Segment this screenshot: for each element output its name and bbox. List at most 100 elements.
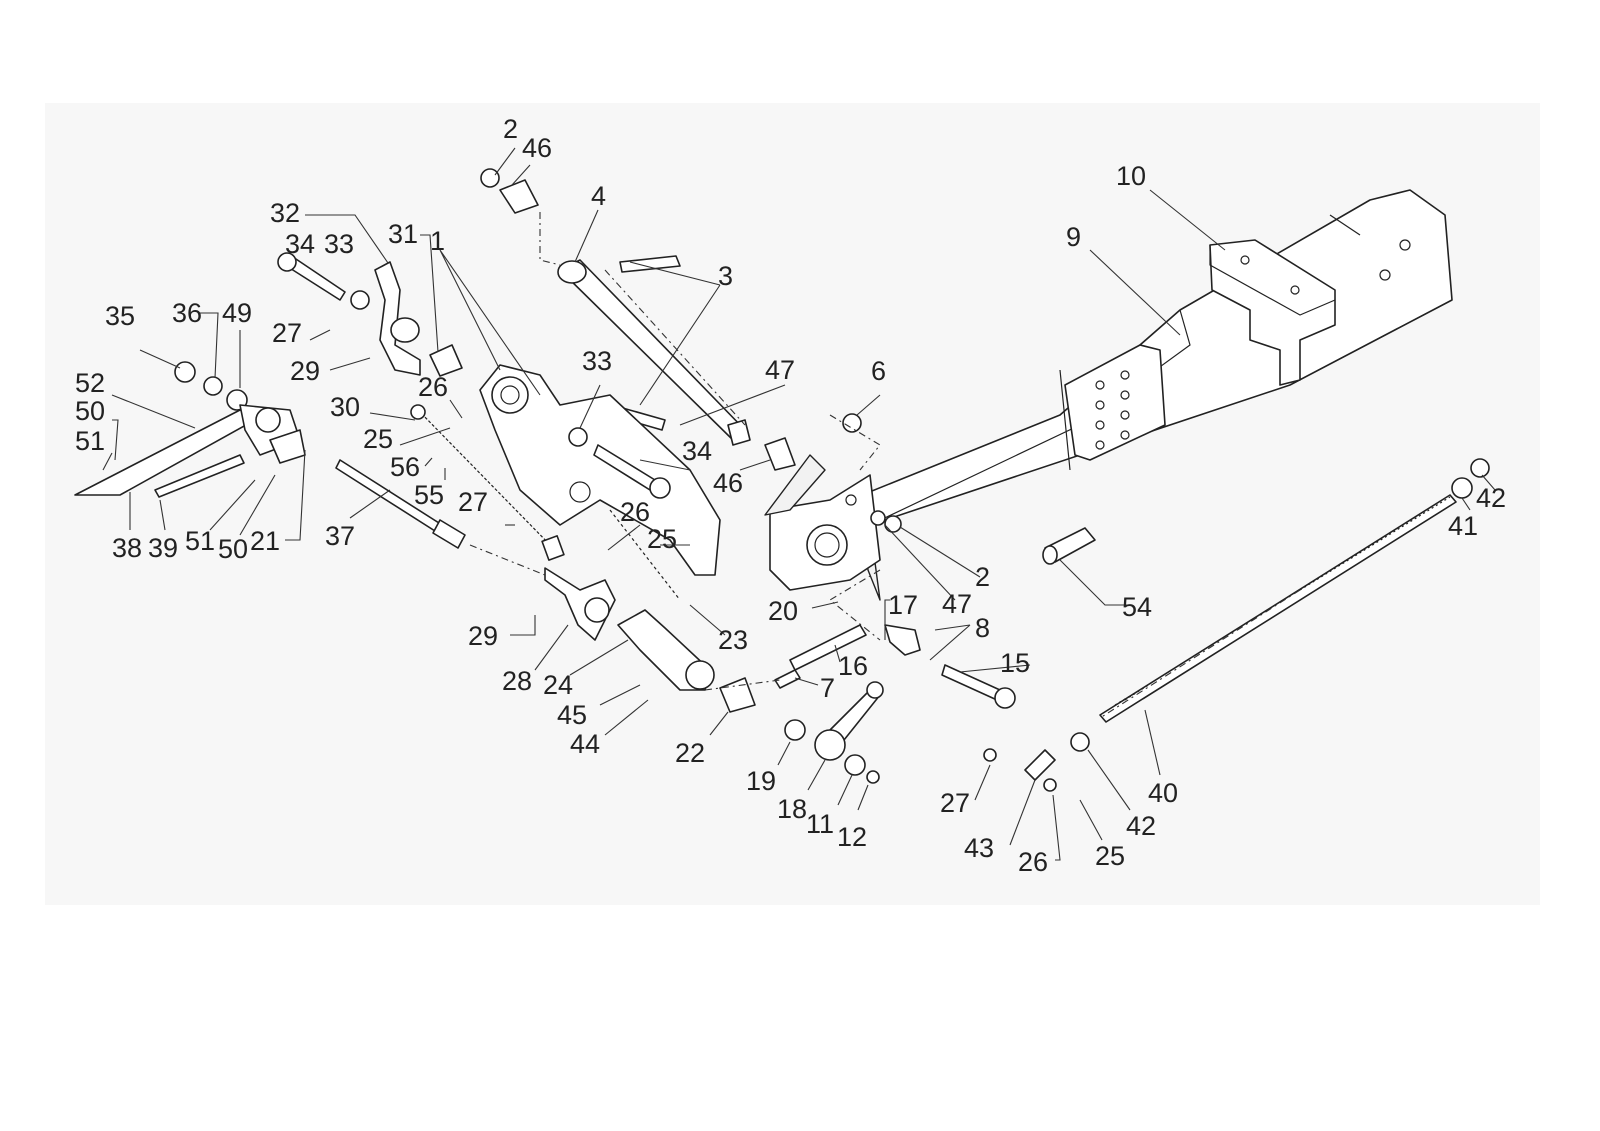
center-line-g bbox=[1099, 589, 1301, 719]
pin-27c bbox=[983, 748, 997, 762]
callout-50a: 50 bbox=[75, 396, 105, 426]
nut-2a bbox=[480, 168, 500, 188]
callout-25a: 25 bbox=[363, 424, 393, 454]
center-line-d bbox=[469, 544, 546, 576]
hole-plate bbox=[1059, 344, 1166, 471]
washer-19 bbox=[784, 719, 806, 741]
callout-19: 19 bbox=[746, 766, 776, 796]
callout-3: 3 bbox=[718, 261, 733, 291]
callout-12: 12 bbox=[837, 822, 867, 852]
washer-26c bbox=[1043, 778, 1057, 792]
nut-42b bbox=[1070, 732, 1090, 752]
callout-45: 45 bbox=[557, 700, 587, 730]
center-line-c bbox=[829, 414, 881, 471]
callout-2b: 2 bbox=[975, 562, 990, 592]
callout-21: 21 bbox=[250, 526, 280, 556]
bracket-32 bbox=[374, 261, 421, 376]
callout-47b: 47 bbox=[942, 589, 972, 619]
mounting-bracket-10 bbox=[1209, 239, 1336, 386]
bushing-22 bbox=[719, 677, 756, 713]
callout-38: 38 bbox=[112, 533, 142, 563]
nut-6 bbox=[842, 413, 862, 433]
callout-6: 6 bbox=[871, 356, 886, 386]
washer-12 bbox=[866, 770, 880, 784]
callout-27b: 27 bbox=[458, 487, 488, 517]
ratchet-plate-assembly bbox=[764, 454, 881, 591]
bracket-28 bbox=[544, 567, 616, 641]
callout-56: 56 bbox=[390, 452, 420, 482]
washer-33a bbox=[350, 290, 370, 310]
bolt-34b bbox=[593, 444, 671, 499]
callout-labels: 2 46 4 10 9 32 34 33 31 1 3 35 36 49 27 … bbox=[75, 114, 1506, 877]
bracket-17 bbox=[884, 624, 921, 656]
nut-41 bbox=[1451, 477, 1473, 499]
callout-24: 24 bbox=[543, 670, 573, 700]
center-line-f bbox=[704, 679, 781, 691]
pin-7 bbox=[774, 669, 801, 689]
main-lever-1 bbox=[479, 364, 721, 576]
washer-36 bbox=[203, 376, 223, 396]
rod-39 bbox=[154, 454, 245, 498]
chain-23 bbox=[609, 509, 681, 601]
callout-7: 7 bbox=[820, 673, 835, 703]
callout-17: 17 bbox=[888, 590, 918, 620]
threaded-rod-40 bbox=[1099, 494, 1457, 723]
handle-18 bbox=[814, 681, 884, 761]
callout-22: 22 bbox=[675, 738, 705, 768]
callout-30: 30 bbox=[330, 392, 360, 422]
callout-1: 1 bbox=[430, 226, 445, 256]
spring-rod-30 bbox=[410, 404, 565, 561]
callout-2a: 2 bbox=[503, 114, 518, 144]
center-line-a bbox=[539, 212, 561, 266]
callout-16: 16 bbox=[838, 651, 868, 681]
callout-26c: 26 bbox=[1018, 847, 1048, 877]
callout-36: 36 bbox=[172, 298, 202, 328]
callout-25c: 25 bbox=[1095, 841, 1125, 871]
callout-40: 40 bbox=[1148, 778, 1178, 808]
callout-20: 20 bbox=[768, 596, 798, 626]
washer-33b bbox=[568, 427, 588, 447]
nut-35 bbox=[174, 361, 196, 383]
callout-44: 44 bbox=[570, 729, 600, 759]
callout-51b: 51 bbox=[185, 526, 215, 556]
callout-39: 39 bbox=[148, 533, 178, 563]
callout-51a: 51 bbox=[75, 426, 105, 456]
center-line-b bbox=[604, 269, 746, 426]
bushing-11 bbox=[844, 754, 866, 776]
bushing-46a bbox=[499, 179, 539, 214]
callout-47a: 47 bbox=[765, 355, 795, 385]
callout-35: 35 bbox=[105, 301, 135, 331]
callout-34a: 34 bbox=[285, 229, 315, 259]
callout-10: 10 bbox=[1116, 161, 1146, 191]
callout-43: 43 bbox=[964, 833, 994, 863]
callout-41: 41 bbox=[1448, 511, 1478, 541]
cable-37 bbox=[335, 459, 466, 549]
leader-lines bbox=[102, 147, 1496, 861]
clevis-16 bbox=[789, 624, 867, 671]
bolt-15 bbox=[941, 664, 1016, 709]
callout-29b: 29 bbox=[468, 621, 498, 651]
callout-31: 31 bbox=[388, 219, 418, 249]
center-line-e bbox=[829, 569, 881, 641]
callout-28: 28 bbox=[502, 666, 532, 696]
callout-50b: 50 bbox=[218, 534, 248, 564]
callout-37: 37 bbox=[325, 521, 355, 551]
sleeve-54 bbox=[1042, 527, 1096, 565]
callout-29a: 29 bbox=[290, 356, 320, 386]
callout-26a: 26 bbox=[418, 372, 448, 402]
callout-46b: 46 bbox=[713, 468, 743, 498]
nut-42a bbox=[1470, 458, 1490, 478]
callout-9: 9 bbox=[1066, 222, 1081, 252]
callout-27c: 27 bbox=[940, 788, 970, 818]
lever-24 bbox=[617, 609, 715, 691]
callout-46a: 46 bbox=[522, 133, 552, 163]
callout-34b: 34 bbox=[682, 436, 712, 466]
washer-47b bbox=[870, 510, 886, 526]
callout-33b: 33 bbox=[582, 346, 612, 376]
callout-4: 4 bbox=[591, 181, 606, 211]
callout-15: 15 bbox=[1000, 648, 1030, 678]
nut-2b bbox=[884, 515, 902, 533]
callout-49: 49 bbox=[222, 298, 252, 328]
callout-42b: 42 bbox=[1126, 811, 1156, 841]
